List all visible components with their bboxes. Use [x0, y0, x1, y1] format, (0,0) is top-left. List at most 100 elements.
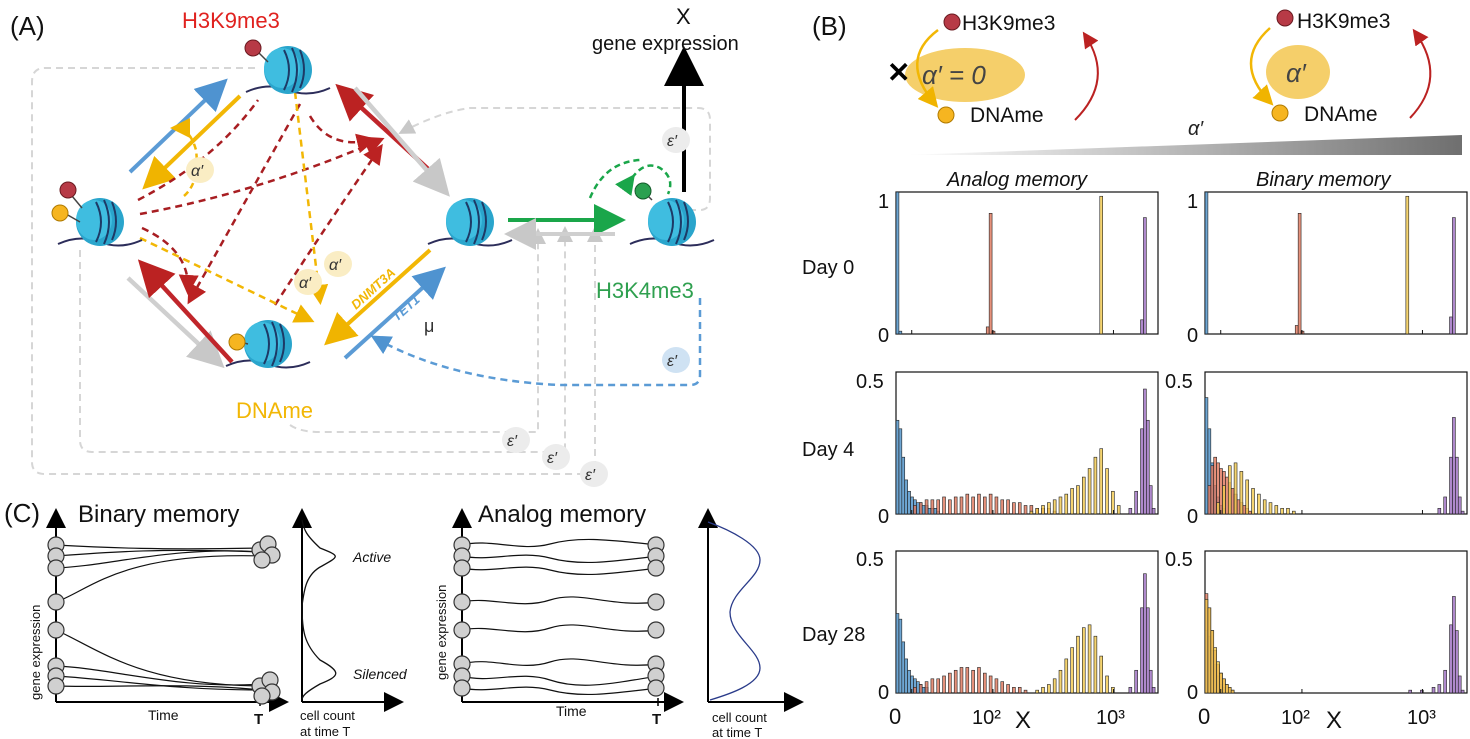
histogram-bar-purple	[1460, 510, 1465, 515]
histogram-bar-red	[1225, 476, 1229, 515]
xtick-0-left: 0	[889, 704, 901, 729]
histogram-bar-yellow	[1029, 510, 1034, 515]
svg-text:ε′: ε′	[667, 353, 678, 370]
histogram-bar-yellow	[1070, 647, 1074, 694]
badge-epsilon-1: ε′	[662, 127, 690, 153]
histogram-bar-blue	[904, 479, 908, 515]
binary-ylabel: gene expression	[28, 605, 43, 700]
histogram-bar-red	[988, 675, 993, 694]
analog-cell-count-1: cell count	[712, 710, 767, 725]
panel-c: (C) Binary memory Analog memory gene exp…	[4, 498, 804, 739]
histogram-bar-blue	[916, 502, 920, 515]
histogram-bar-yellow	[1105, 675, 1109, 694]
histogram-bar-purple	[1140, 607, 1144, 694]
analog-cells	[453, 536, 665, 697]
badge-epsilon-2: ε′	[662, 347, 690, 373]
histogram-bar-yellow	[1233, 462, 1238, 515]
label-tet1: TET1	[389, 292, 423, 324]
histogram-bar-red	[977, 493, 981, 515]
histogram-bar-yellow	[1286, 508, 1290, 515]
analog-distribution-curve	[707, 521, 761, 701]
histogram-bar-red	[1012, 687, 1016, 694]
histogram-bar-yellow	[1257, 493, 1261, 515]
histogram-bar-yellow	[1052, 678, 1057, 694]
histogram-bar-blue	[904, 658, 908, 694]
histogram-panel	[1204, 371, 1468, 515]
histogram-bar-purple	[1408, 689, 1412, 694]
binary-distribution-curve	[301, 519, 337, 701]
histogram-bar-red	[1207, 485, 1212, 515]
histogram-bar-yellow	[1058, 669, 1063, 694]
h3k9me3-label-left: H3K9me3	[962, 12, 1055, 35]
title-binary-memory: Binary memory	[78, 501, 239, 528]
histogram-bar-yellow	[1035, 689, 1039, 694]
histogram-bar-red	[959, 496, 964, 515]
badge-epsilon-4: ε′	[542, 444, 570, 470]
panel-a: (A)	[10, 4, 739, 487]
histogram-bar-red	[1219, 468, 1223, 515]
xtick-1e2-left: 10²	[972, 707, 1001, 729]
histogram-bar-blue	[895, 613, 900, 694]
ylabel-d28-top-right: 0.5	[1165, 549, 1193, 571]
histogram-bar-red	[991, 330, 996, 335]
histogram-bar-blue	[921, 687, 926, 694]
histogram-bar-yellow	[1405, 195, 1410, 335]
svg-text:α′: α′	[329, 257, 342, 274]
histogram-bar-blue	[907, 490, 911, 515]
panel-label-b: (B)	[812, 11, 847, 41]
histogram-bar-purple	[1457, 675, 1462, 694]
histogram-bar-red	[930, 499, 935, 515]
row-label-day4: Day 4	[802, 439, 854, 461]
histogram-bar-red	[1006, 499, 1010, 515]
histogram-bar-red	[936, 678, 940, 694]
histogram-bar-yellow	[1099, 655, 1103, 694]
histogram-bar-yellow	[1058, 496, 1063, 515]
dname-dot-left	[937, 106, 955, 124]
histogram-bar-red	[1006, 684, 1010, 694]
histogram-bar-red	[1023, 505, 1028, 515]
histogram-bar-yellow	[1093, 456, 1098, 515]
histogram-bar-blue	[1204, 397, 1209, 515]
row-label-day28: Day 28	[802, 624, 865, 646]
histogram-bar-red	[913, 505, 917, 515]
h3k9me3-mark-top	[244, 39, 262, 57]
histogram-bar-yellow	[1268, 502, 1273, 515]
histogram-bar-purple	[1437, 508, 1442, 515]
histogram-bar-purple	[1449, 316, 1453, 335]
dash-red-3	[187, 103, 302, 305]
binary-t-label: T	[254, 711, 263, 728]
gray-loop-mid	[79, 226, 573, 453]
histogram-bar-red	[959, 667, 964, 694]
histogram-bar-red	[953, 496, 958, 515]
analog-trajectories	[461, 538, 659, 696]
histogram-frame	[1204, 550, 1468, 694]
histogram-bar-yellow	[1274, 505, 1279, 515]
histogram-bar-purple	[1140, 428, 1144, 515]
ylabel-d0-top-right: 1	[1187, 191, 1198, 213]
histogram-bar-red	[918, 684, 923, 694]
panel-b-header: (B) H3K9me3 DNAme ✕ α′ = 0 H3K9me3 DNAme…	[802, 9, 1462, 734]
histogram-bar-red	[988, 493, 993, 515]
histogram-bar-yellow	[1225, 684, 1229, 694]
analog-cell-count-2: at time T	[712, 725, 762, 739]
histogram-bar-red	[1012, 502, 1016, 515]
histogram-bar-red	[1023, 689, 1028, 694]
histogram-bar-purple	[1128, 687, 1133, 694]
gray-loop-top	[398, 107, 711, 211]
histogram-bar-purple	[1449, 456, 1453, 515]
histogram-bar-purple	[1128, 508, 1133, 515]
histogram-frame	[895, 191, 1159, 335]
binary-trajectories	[55, 544, 263, 691]
column-title-analog: Analog memory	[946, 169, 1088, 191]
label-dname: DNAme	[236, 398, 313, 423]
label-silenced: Silenced	[353, 666, 408, 682]
histogram-bar-red	[977, 667, 981, 694]
ylabel-d28-bot-left: 0	[878, 682, 889, 704]
h3k4me3-mark	[634, 182, 652, 200]
alpha-text-right: α′	[1286, 58, 1307, 88]
histogram-bar-purple	[1452, 217, 1456, 335]
histogram-bar-red	[948, 672, 952, 694]
arrow-yellow-dnmt3a	[324, 248, 432, 346]
histogram-bar-purple	[1452, 596, 1456, 694]
histograms	[895, 191, 1468, 694]
